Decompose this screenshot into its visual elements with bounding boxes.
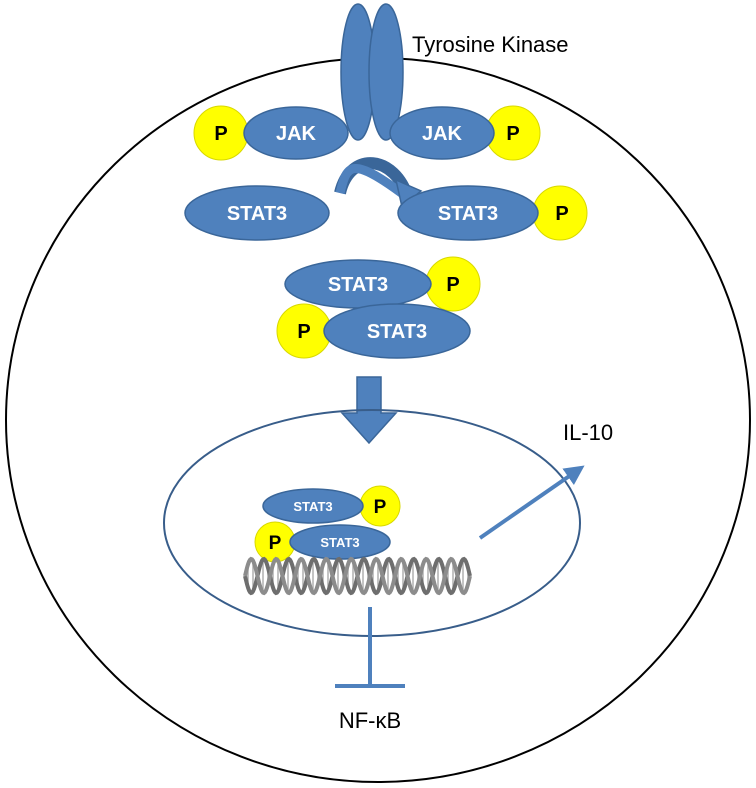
jak-right-group: P JAK <box>389 105 541 161</box>
nuclear-dimer-top-stat3 <box>262 488 364 524</box>
dimer-bottom-stat3 <box>323 303 471 359</box>
jak-left <box>243 106 349 160</box>
dimer-bottom-stat3-label: STAT3 <box>367 321 427 343</box>
stat3-inactive <box>184 185 330 241</box>
stat3-phosphorylated-phosphate-label: P <box>555 203 568 225</box>
il10-activation-arrow <box>478 465 585 540</box>
nfkb-label: NF-κB <box>339 708 401 733</box>
stat3-inactive-group: STAT3 <box>184 185 330 241</box>
stat3-phosphorylated-label: STAT3 <box>438 203 498 225</box>
jak-left-label: JAK <box>276 123 317 145</box>
receptor-subunit-right <box>368 3 404 141</box>
dna-helix <box>243 556 472 596</box>
jak-right-label: JAK <box>422 123 463 145</box>
dimer-top-stat3-label: STAT3 <box>328 274 388 296</box>
stat3-dimer-cytoplasm: P STAT3 P STAT3 <box>276 256 481 359</box>
nuclear-dimer-bottom-phosphate-label: P <box>269 533 282 554</box>
nfkb-inhibition-arrow <box>335 607 405 688</box>
receptor-label: Tyrosine Kinase <box>412 32 569 57</box>
stat3-dimer-nucleus: P STAT3 P STAT3 <box>254 485 401 563</box>
stat3-inactive-label: STAT3 <box>227 203 287 225</box>
stat3-phosphorylated <box>397 185 539 241</box>
jak-left-phosphate-label: P <box>214 123 227 145</box>
jak-left-group: P JAK <box>193 105 349 161</box>
jak-right <box>389 106 495 160</box>
jak-right-phosphate-label: P <box>506 123 519 145</box>
nuclear-dimer-top-phosphate-label: P <box>374 497 387 518</box>
tyrosine-kinase-receptor <box>340 3 404 141</box>
il10-label: IL-10 <box>563 420 613 445</box>
dimer-top-phosphate-label: P <box>446 274 459 296</box>
nuclear-dimer-bottom-stat3-label: STAT3 <box>320 535 359 550</box>
nuclear-dimer-top-stat3-label: STAT3 <box>293 499 332 514</box>
dna-strand <box>243 556 472 596</box>
stat3-phosphorylated-group: P STAT3 <box>397 185 588 241</box>
dimer-bottom-phosphate-label: P <box>297 321 310 343</box>
